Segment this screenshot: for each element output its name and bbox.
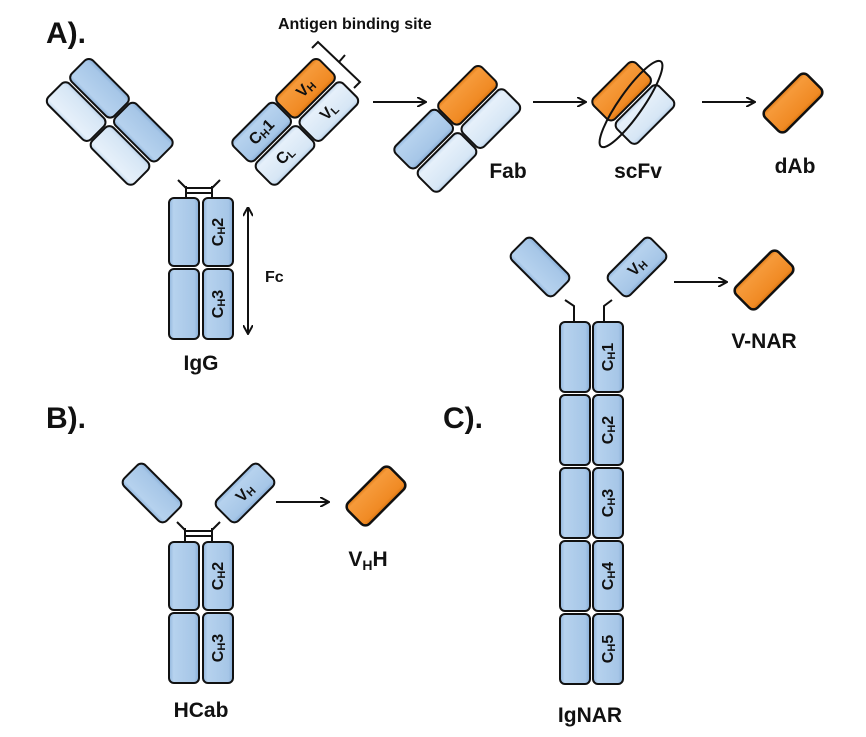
- right-vl-domain: [298, 81, 360, 142]
- hcab-hinge: [176, 521, 221, 542]
- ignar-ch3-label: CH3: [600, 489, 619, 518]
- fab-vh: [437, 64, 498, 126]
- igg-left-arm: [45, 57, 174, 186]
- fab-ch1: [393, 108, 454, 170]
- dab-label: dAb: [775, 155, 816, 178]
- ignar-c5-right-domain: [592, 613, 624, 685]
- ignar-c1-right-domain: [592, 321, 624, 393]
- scfv-fragment: [591, 59, 676, 149]
- scfv-linker: [598, 59, 664, 149]
- ignar-ch4-label: CH4: [600, 562, 619, 591]
- ignar-c1-left-domain: [559, 321, 591, 393]
- hcab-ch2-label: CH2: [210, 562, 229, 591]
- fab-cl: [416, 132, 478, 193]
- igg-name: IgG: [184, 352, 219, 375]
- fc-ch2-right: [202, 197, 234, 267]
- vnar-label: V-NAR: [731, 330, 796, 353]
- hcab-ch3-label: CH3: [210, 634, 229, 663]
- fc-label: Fc: [265, 269, 284, 286]
- vnar-fragment: [733, 249, 795, 311]
- ignar-ch2-label: CH2: [600, 416, 619, 445]
- right-ch1-domain: [231, 101, 292, 163]
- ignar-left-vh: [509, 236, 571, 298]
- hcab-left-vh: [121, 462, 183, 524]
- ignar-c5-left-domain: [559, 613, 591, 685]
- ignar-ch5-label: CH5: [600, 635, 619, 664]
- dab-fragment: [762, 72, 824, 134]
- left-cl-domain: [89, 125, 151, 186]
- fc-ch2-left: [168, 197, 200, 267]
- igg-ch3-label: CH3: [210, 290, 229, 319]
- fc-ch3-left: [168, 268, 200, 340]
- antigen-binding-site-label: Antigen binding site: [278, 16, 432, 33]
- ignar-name: IgNAR: [558, 704, 622, 727]
- fab-vl: [460, 88, 522, 149]
- hcab-right-vh: VH: [214, 462, 276, 524]
- panel-a-label: A).: [46, 17, 86, 50]
- hcab-fc: CH2 CH3: [168, 541, 234, 684]
- igg-ch2-label: CH2: [210, 218, 229, 247]
- left-vl-domain: [45, 81, 107, 142]
- igg-fc: CH2 CH3: [168, 197, 234, 340]
- ignar-ch1-label: CH1: [600, 343, 619, 372]
- left-vh-domain: [69, 57, 130, 119]
- vhh-label: VHH: [348, 548, 387, 573]
- fab-label: Fab: [489, 160, 526, 183]
- ignar-c3-right-domain: [592, 467, 624, 539]
- antigen-binding-site-bracket: [311, 40, 362, 89]
- igg-hinge: [177, 179, 221, 198]
- right-vh-domain: [275, 57, 336, 119]
- fab-fragment: [393, 64, 522, 193]
- left-ch1-domain: [113, 101, 174, 163]
- ignar-right-vh: VH: [606, 236, 668, 298]
- scfv-label: scFv: [614, 160, 662, 183]
- ignar-linkers: [564, 299, 613, 322]
- panel-c-label: C).: [443, 402, 483, 435]
- igg-right-arm: VH VL CH1 CL: [231, 57, 360, 186]
- ignar-c3-left-domain: [559, 467, 591, 539]
- right-cl-domain: [254, 125, 316, 186]
- ignar-c2-right-domain: [592, 394, 624, 466]
- ignar-c4-left-domain: [559, 540, 591, 612]
- fc-ch3-right: [202, 268, 234, 340]
- panel-b-label: B).: [46, 402, 86, 435]
- vhh-fragment: [345, 465, 407, 527]
- scfv-vl: [614, 84, 676, 145]
- hcab-name: HCab: [174, 699, 229, 722]
- ignar-c4-right-domain: [592, 540, 624, 612]
- ignar-c2-left-domain: [559, 394, 591, 466]
